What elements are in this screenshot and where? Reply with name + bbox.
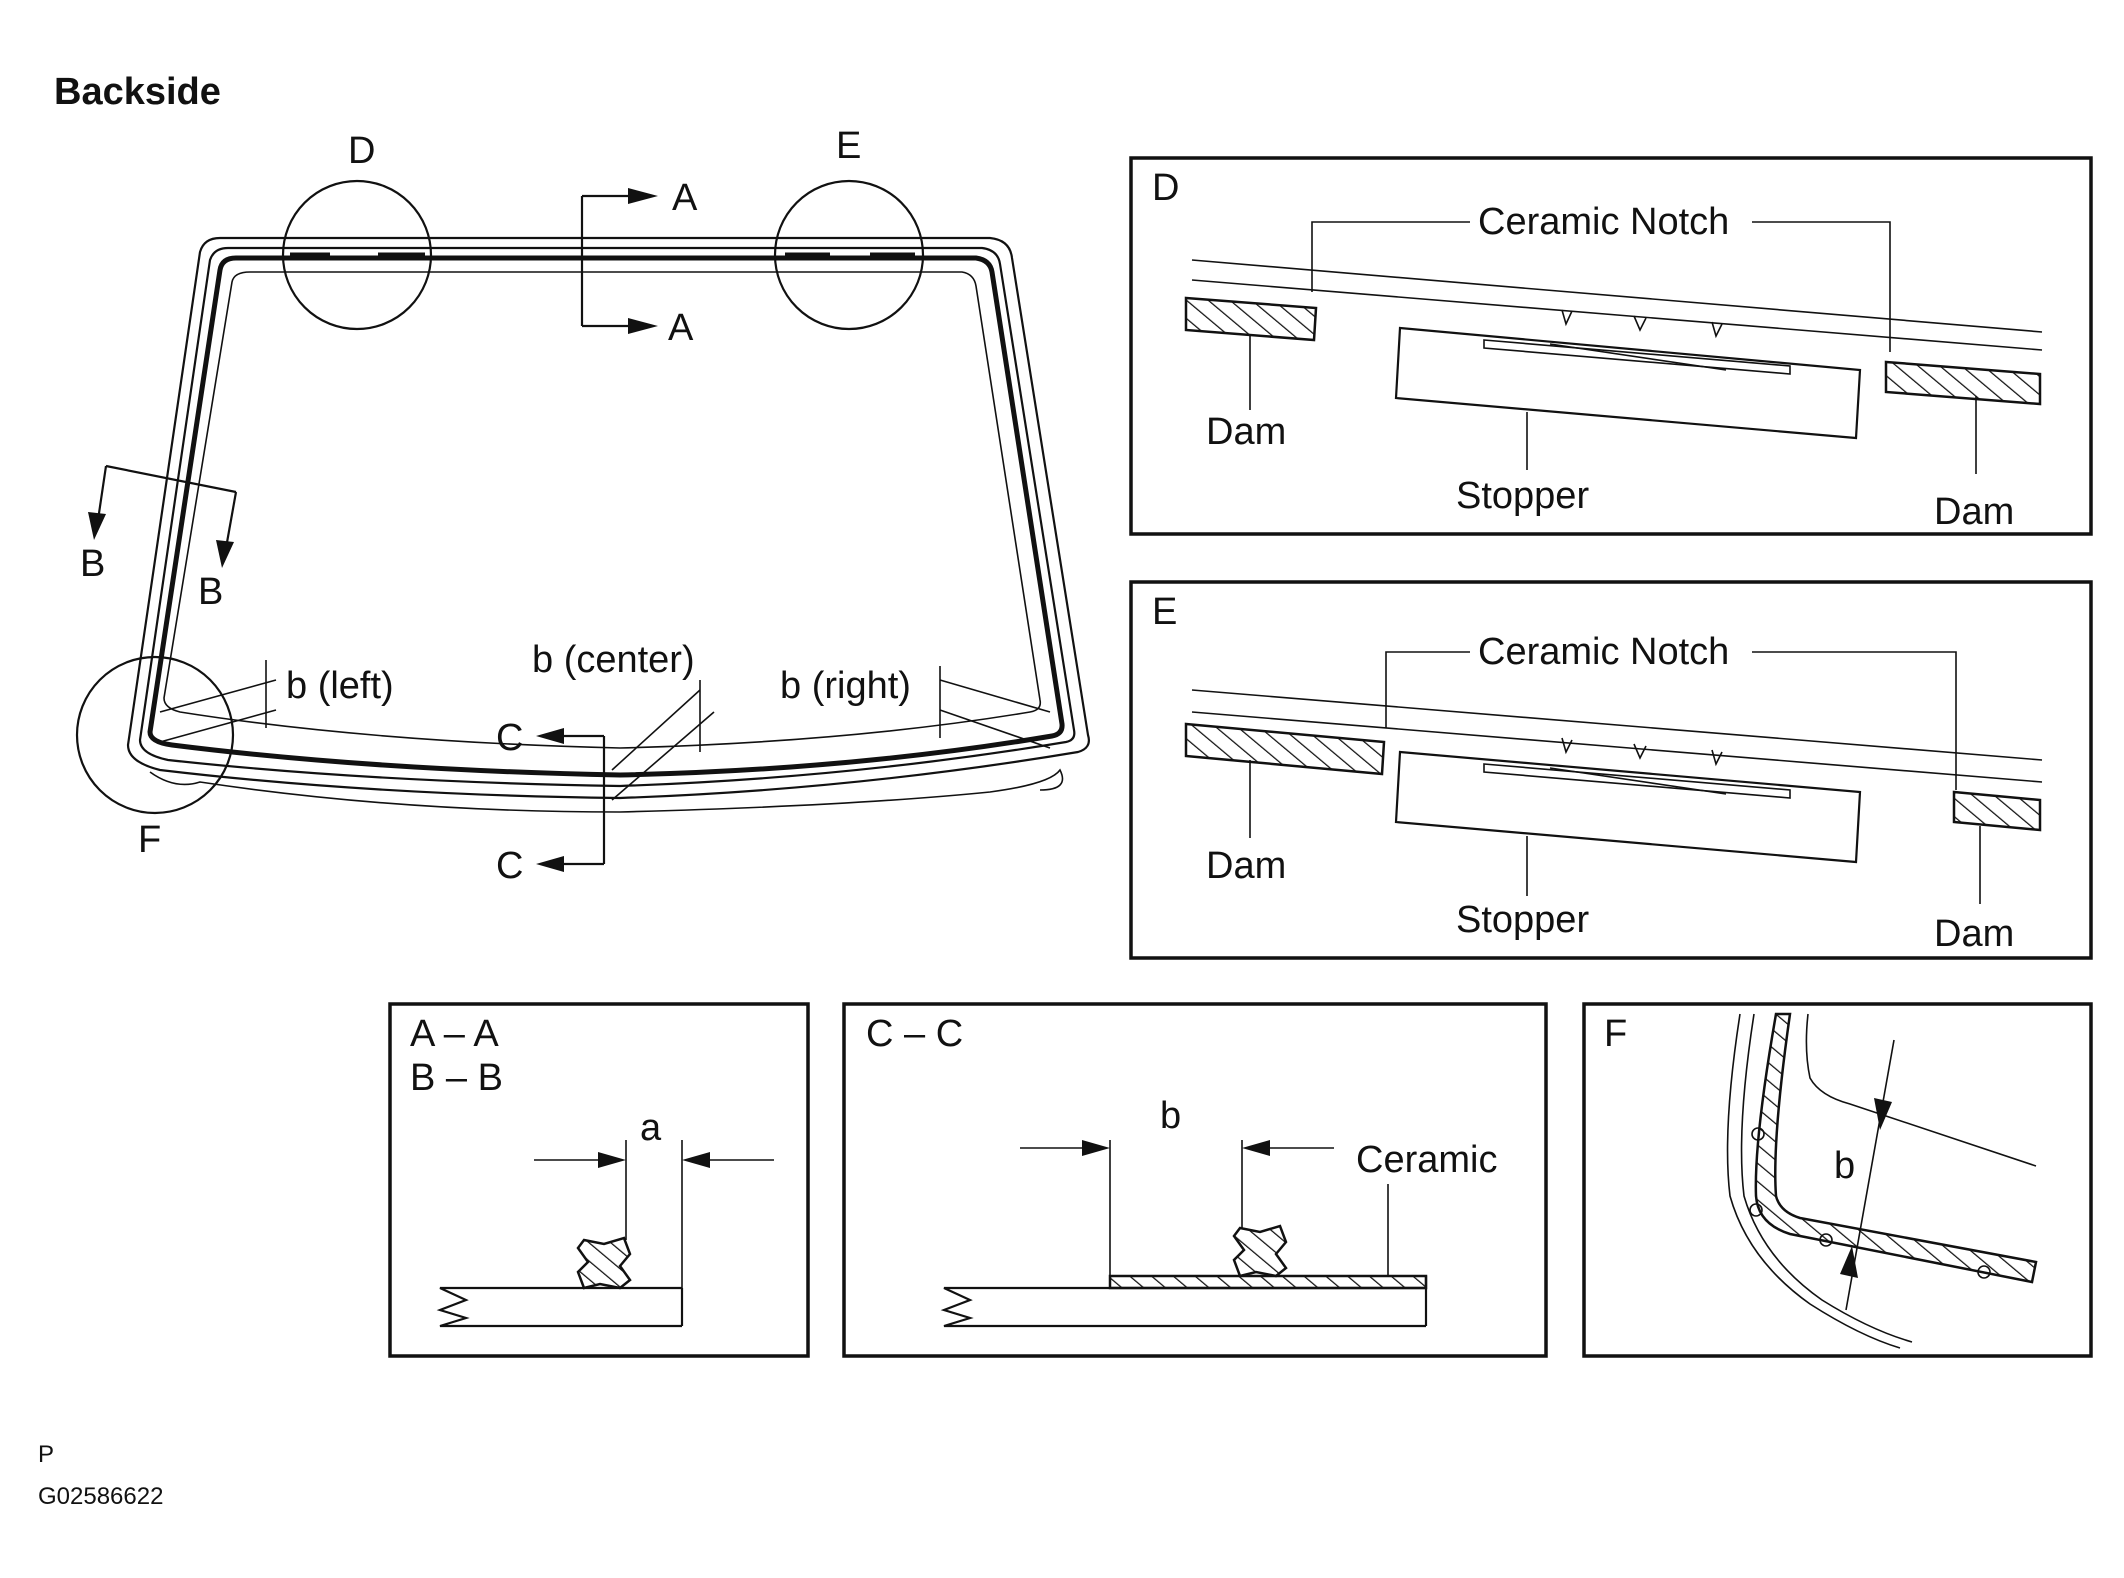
detail-f-title: F [1604,1013,1627,1055]
dam-right-shape-e [1952,790,2042,832]
section-aa-bb-panel: A – A B – B a [388,1002,810,1358]
detail-d-title: D [1152,167,1179,209]
glass-outer-edge [126,236,1090,800]
detail-circle-d [281,179,433,331]
section-cc-title: C – C [866,1013,963,1055]
windshield-main-view: D E F A A B B [75,125,1090,887]
bead-shape-cc [1232,1224,1288,1278]
detail-e-ceramic-notch-label: Ceramic Notch [1478,631,1729,673]
section-a-cut: A A [580,177,698,349]
section-cc-ceramic-label: Ceramic [1356,1139,1497,1181]
dimension-a-label: a [640,1107,662,1149]
section-cc-dimension-label: b [1160,1095,1181,1137]
dimension-b-center: b (center) [532,639,715,801]
detail-e-marker: E [836,125,861,167]
ceramic-strip-cc [1108,1274,1428,1290]
dam-left-shape-e [1184,722,1386,776]
adhesive-bead [147,255,1065,778]
section-b-label-right: B [198,571,223,613]
dam-right-shape-d [1884,360,2042,406]
glass-edge-2 [138,246,1076,788]
detail-d-dam-left-label: Dam [1206,411,1286,453]
detail-circle-e [773,179,925,331]
section-cc-panel: C – C b Ceramic [842,1002,1548,1358]
detail-d-dam-right-label: Dam [1934,491,2014,533]
detail-d-panel: D Ceramic Notch Dam Stopper Dam [1129,156,2093,536]
section-c-label-top: C [496,717,523,759]
footer-figure-id: G02586622 [38,1483,163,1510]
detail-d-stopper-label: Stopper [1456,475,1589,517]
dimension-b-center-label: b (center) [532,639,695,681]
detail-f-marker: F [138,819,161,861]
bead-shape-f [1754,1012,2038,1284]
detail-f-panel: F b [1582,1002,2093,1358]
stopper-shape-d [1394,326,1862,440]
detail-f-dimension-label: b [1834,1145,1855,1187]
section-c-cut: C C [496,717,606,887]
detail-e-title: E [1152,591,1177,633]
section-a-label-top: A [672,177,698,219]
ceramic-inner-line [163,271,1042,749]
detail-d-marker: D [348,130,375,172]
detail-e-dam-left-label: Dam [1206,845,1286,887]
detail-e-stopper-label: Stopper [1456,899,1589,941]
dimension-b-left-label: b (left) [286,665,394,707]
detail-e-dam-right-label: Dam [1934,913,2014,955]
lower-molding [149,768,1064,813]
section-c-label-bottom: C [496,845,523,887]
bead-shape-aa [576,1236,632,1290]
section-a-label-bottom: A [668,307,694,349]
section-aa-title: A – A [410,1013,499,1055]
section-b-label-left: B [80,543,105,585]
detail-circle-f [75,655,235,815]
section-bb-title: B – B [410,1057,503,1099]
footer-code-letter: P [38,1441,54,1468]
dimension-b-left: b (left) [159,660,394,743]
stopper-shape-e [1394,750,1862,864]
dam-left-shape-d [1184,296,1318,342]
detail-e-panel: E Ceramic Notch Dam Stopper Dam [1129,580,2093,960]
dimension-b-right: b (right) [780,665,1051,749]
page-title: Backside [54,71,221,113]
dimension-b-right-label: b (right) [780,665,911,707]
detail-d-ceramic-notch-label: Ceramic Notch [1478,201,1729,243]
section-b-cut: B B [80,464,238,613]
